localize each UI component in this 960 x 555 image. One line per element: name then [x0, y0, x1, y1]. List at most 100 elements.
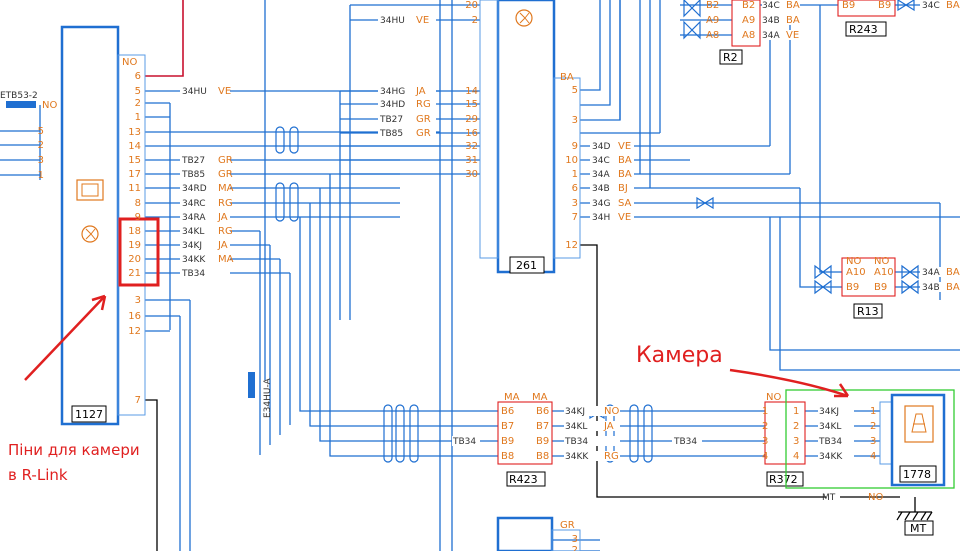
left-conn-pin: 5: [135, 86, 141, 97]
r13-color-label-left: NO: [846, 256, 861, 267]
left-conn-wire: 34KJ: [182, 241, 202, 251]
r2-right-pin: A8: [742, 30, 755, 41]
left-conn-wire-color: RG: [218, 226, 233, 237]
left-conn-wire: 34RA: [182, 213, 206, 223]
conn261-pin: 3: [572, 198, 578, 209]
r423-left-pin: B8: [501, 451, 514, 462]
r13-color-label-right: NO: [874, 256, 889, 267]
r243-wire: 34C: [922, 1, 940, 11]
r2-wire: 34C: [762, 1, 780, 11]
conn261-color-label: BA: [560, 72, 574, 83]
label-background: [180, 155, 230, 165]
r2-wire-color: BA: [786, 0, 800, 11]
component-261-label: 261: [516, 259, 537, 272]
label-background: [564, 421, 620, 431]
mid-conn-pin: 30: [465, 169, 478, 180]
r13-right-pin: A10: [874, 267, 894, 278]
bottom-conn-color: GR: [560, 520, 575, 531]
c1778-pin: 3: [870, 436, 876, 447]
r372-right-pin: 1: [793, 406, 799, 417]
mid-conn-pin: 20: [465, 0, 478, 11]
label-background: [180, 198, 230, 208]
bottom-conn-pin: 3: [572, 534, 578, 545]
label-background: [378, 114, 436, 124]
r2-right-pin: A9: [742, 15, 755, 26]
conn261-pin: 5: [572, 85, 578, 96]
conn261-wire: 34G: [592, 199, 610, 209]
label-background: [590, 169, 634, 179]
conn261-wire: 34A: [592, 170, 610, 180]
left-conn-pin: 7: [135, 395, 141, 406]
label-background: [180, 86, 230, 96]
left-conn-pin: 1: [135, 112, 141, 123]
left-conn-wire-color: JA: [217, 212, 228, 223]
r423-wire: 34KJ: [565, 407, 585, 417]
label-background: [590, 183, 634, 193]
left-conn-wire-color: GR: [218, 169, 233, 180]
mid-conn-wire-color: RG: [416, 99, 431, 110]
c1778-wire: TB34: [818, 437, 842, 447]
r13-wire-color: BA: [946, 267, 960, 278]
camera-arrow: [729, 368, 849, 398]
label-background: [378, 86, 436, 96]
r372-label-box: [766, 471, 804, 487]
r2-top-left-pin: B2: [706, 0, 719, 11]
label-background: [590, 198, 634, 208]
left-conn-wire: 34HU: [182, 87, 207, 97]
r13-label: R13: [857, 305, 879, 318]
e34hu-label: E34HU-A: [263, 377, 273, 418]
conn261-wire-color: BA: [618, 155, 632, 166]
pins-arrow-head: [91, 294, 107, 311]
label-background: [564, 436, 620, 446]
left-conn-wire: 34KK: [182, 255, 206, 265]
r423-label-box: [506, 471, 546, 487]
camera-arrow-head: [834, 383, 850, 398]
ground-wire-color: NO: [868, 492, 883, 503]
conn261-wire-color: VE: [618, 141, 631, 152]
mid-conn-wire: 34HD: [380, 100, 405, 110]
r423-right-pin: B9: [536, 436, 549, 447]
label-background: [762, 15, 800, 25]
mid-conn-pin: 32: [465, 141, 478, 152]
r243-box: [837, 0, 896, 17]
r423-left-pin: B6: [501, 406, 514, 417]
r13-box: [841, 257, 896, 297]
conn261-pin: 9: [572, 141, 578, 152]
left-conn-pin: 16: [128, 311, 141, 322]
etb-pin: 2: [38, 140, 44, 151]
ground-wire-name: MT: [822, 493, 836, 503]
left-conn-color-label: NO: [122, 57, 137, 68]
camera-pins-highlight: [118, 217, 160, 287]
etb-color-label: NO: [42, 100, 57, 111]
label-background: [378, 99, 436, 109]
r372-right-pin: 2: [793, 421, 799, 432]
label-background: [180, 212, 230, 222]
left-conn-pin: 9: [135, 212, 141, 223]
r423-label: R423: [509, 473, 538, 486]
screen-icon: [76, 179, 104, 201]
r423-wire-color: JA: [603, 421, 614, 432]
r13-left-pin: B9: [846, 282, 859, 293]
etb53-label: ETB53-2: [0, 91, 38, 101]
component-1127-connector: [117, 54, 146, 416]
label-background: [180, 226, 230, 236]
conn261-pin: 6: [572, 183, 578, 194]
mid-conn-wire-color: JA: [415, 86, 426, 97]
label-background: [180, 183, 230, 193]
pins-annotation-line1: Піни для камери: [8, 441, 140, 459]
left-conn-pin: 18: [128, 226, 141, 237]
r372-right-pin: 4: [793, 451, 799, 462]
etb-pin: 3: [38, 155, 44, 166]
left-conn-pin: 3: [135, 295, 141, 306]
screen-inner-icon: [81, 183, 99, 197]
left-conn-pin: 21: [128, 268, 141, 279]
mid-conn-wire-color: VE: [416, 15, 429, 26]
r423-color-label-left: MA: [504, 392, 520, 403]
r372-label: R372: [769, 473, 798, 486]
left-conn-wire-color: MA: [218, 183, 234, 194]
mid-conn-pin: 15: [465, 99, 478, 110]
label-background: [762, 30, 800, 40]
c1778-wire: 34KJ: [819, 407, 839, 417]
component-1778-label-box: [899, 465, 937, 483]
